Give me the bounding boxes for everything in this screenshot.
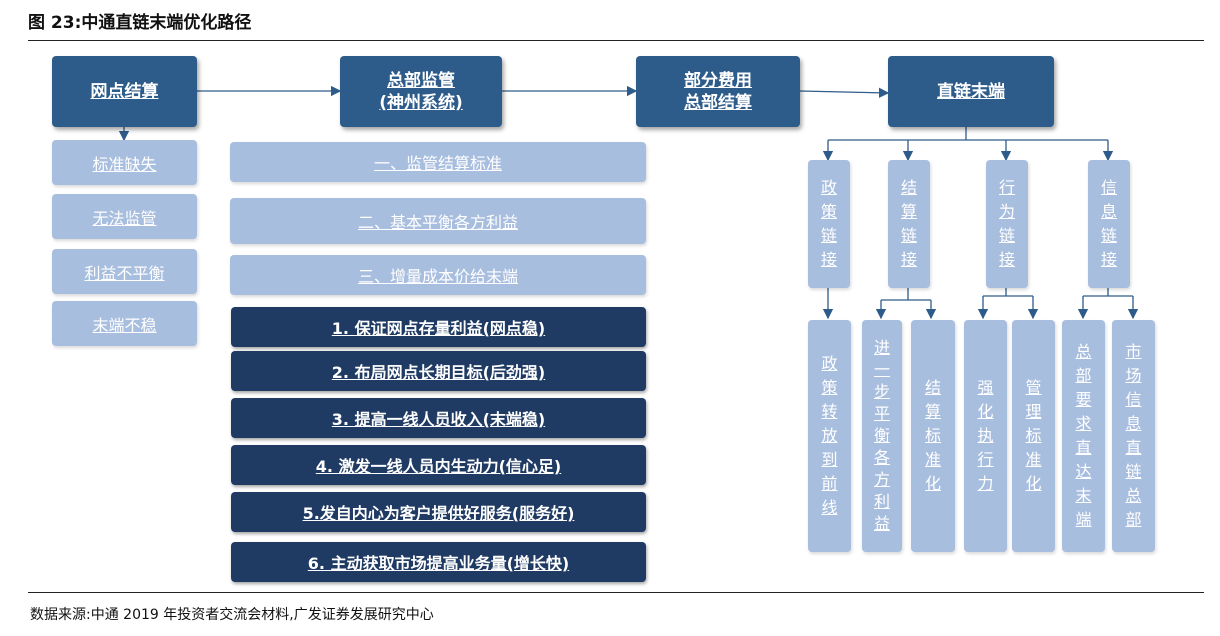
measure-item: 6. 主动获取市场提高业务量(增长快) bbox=[231, 542, 646, 582]
vertical-label: 结算标准化 bbox=[924, 378, 941, 493]
top-rule bbox=[28, 40, 1204, 41]
issue-item: 利益不平衡 bbox=[52, 249, 197, 294]
standard-item: 二、基本平衡各方利益 bbox=[230, 198, 646, 244]
vertical-label: 政策链接 bbox=[820, 178, 837, 269]
node-direct-terminal: 直链末端 bbox=[888, 56, 1054, 127]
measure-item: 4. 激发一线人员内生动力(信心足) bbox=[231, 445, 646, 485]
source-note: 数据来源:中通 2019 年投资者交流会材料,广发证券发展研究中心 bbox=[30, 607, 434, 623]
link-box: 行为链接 bbox=[986, 160, 1028, 288]
vertical-label: 行为链接 bbox=[998, 178, 1015, 269]
vertical-label: 进一步平衡各方利益 bbox=[873, 338, 890, 533]
link-box: 结算链接 bbox=[888, 160, 930, 288]
node-partial-fee: 部分费用 总部结算 bbox=[636, 56, 800, 127]
outcome-box: 市场信息直链总部 bbox=[1112, 320, 1155, 552]
outcome-box: 结算标准化 bbox=[911, 320, 955, 552]
outcome-box: 进一步平衡各方利益 bbox=[862, 320, 902, 552]
outcome-box: 强化执行力 bbox=[964, 320, 1007, 552]
vertical-label: 结算链接 bbox=[900, 178, 917, 269]
outcome-box: 政策转放到前线 bbox=[808, 320, 851, 552]
vertical-label: 信息链接 bbox=[1100, 178, 1117, 269]
issue-item: 标准缺失 bbox=[52, 140, 197, 185]
arrow-3-4 bbox=[799, 87, 890, 98]
issue-item: 末端不稳 bbox=[52, 301, 197, 346]
node-outlet-settlement: 网点结算 bbox=[52, 56, 197, 127]
vertical-label: 管理标准化 bbox=[1025, 378, 1042, 493]
measure-item: 3. 提高一线人员收入(末端稳) bbox=[231, 398, 646, 438]
measure-item: 2. 布局网点长期目标(后劲强) bbox=[231, 351, 646, 391]
link-box: 政策链接 bbox=[808, 160, 850, 288]
vertical-label: 强化执行力 bbox=[977, 378, 994, 493]
vertical-label: 市场信息直链总部 bbox=[1125, 342, 1142, 529]
measure-item: 5.发自内心为客户提供好服务(服务好) bbox=[231, 492, 646, 532]
vertical-label: 总部要求直达末端 bbox=[1075, 342, 1092, 529]
standard-item: 三、增量成本价给末端 bbox=[230, 255, 646, 295]
vertical-label: 政策转放到前线 bbox=[821, 354, 838, 517]
node-hq-supervision: 总部监管 (神州系统) bbox=[340, 56, 502, 127]
bottom-rule bbox=[28, 592, 1204, 593]
standard-item: 一、监管结算标准 bbox=[230, 142, 646, 182]
figure-title: 图 23:中通直链末端优化路径 bbox=[28, 13, 252, 33]
measure-item: 1. 保证网点存量利益(网点稳) bbox=[231, 307, 646, 347]
link-box: 信息链接 bbox=[1088, 160, 1130, 288]
outcome-box: 总部要求直达末端 bbox=[1062, 320, 1105, 552]
issue-item: 无法监管 bbox=[52, 194, 197, 239]
outcome-box: 管理标准化 bbox=[1012, 320, 1055, 552]
